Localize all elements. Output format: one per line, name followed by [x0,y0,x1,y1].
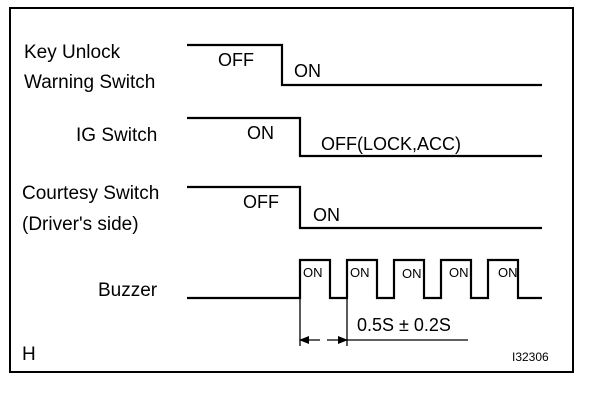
key-unlock-waveform [187,43,542,87]
ig-switch-state-off: OFF(LOCK,ACC) [321,134,461,154]
courtesy-switch-label-line1: Courtesy Switch [22,183,159,204]
ig-switch-waveform [187,116,542,158]
ig-switch-label: IG Switch [76,125,157,146]
ig-switch-state-on: ON [247,123,274,143]
courtesy-switch-waveform [187,185,542,230]
timing-interval-label: 0.5S ± 0.2S [357,315,451,335]
key-unlock-state-on: ON [294,61,321,81]
buzzer-label: Buzzer [98,280,158,301]
key-unlock-state-off: OFF [218,50,254,70]
key-unlock-label-line1: Key Unlock [24,42,121,63]
buzzer-pulse-label: ON [402,266,422,281]
diagram-frame [9,7,574,373]
courtesy-switch-state-off: OFF [243,192,279,212]
buzzer-waveform [187,258,542,300]
buzzer-pulse-label: ON [449,265,469,280]
buzzer-pulse-label: ON [303,265,323,280]
courtesy-switch-state-on: ON [313,205,340,225]
buzzer-pulse-label: ON [350,265,370,280]
courtesy-switch-label-line2: (Driver's side) [22,214,139,235]
key-unlock-label-line2: Warning Switch [24,72,155,93]
reference-code: I32306 [512,350,549,364]
buzzer-pulse-label: ON [498,265,518,280]
corner-letter: H [22,344,36,365]
